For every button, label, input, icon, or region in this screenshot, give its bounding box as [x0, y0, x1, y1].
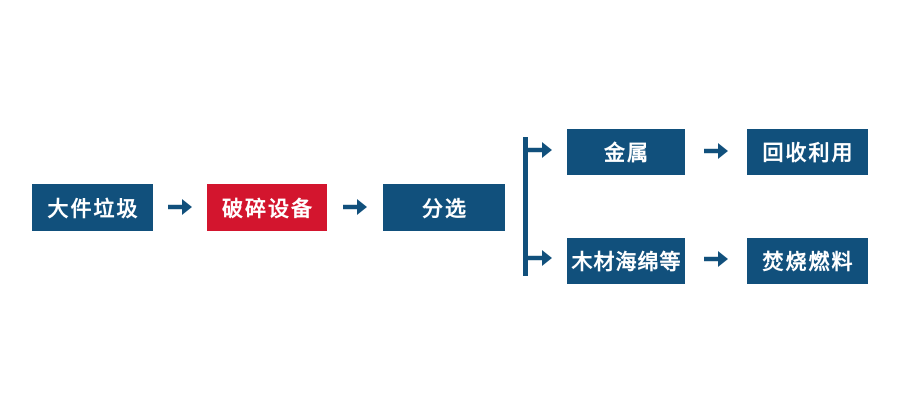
node-metal: 金属	[567, 129, 685, 175]
node-crusher: 破碎设备	[207, 184, 327, 231]
arrow-right-icon	[343, 199, 367, 215]
branch-arrow-top-icon	[528, 142, 552, 158]
node-bulky-waste: 大件垃圾	[32, 184, 153, 231]
node-recycling: 回收利用	[747, 129, 868, 175]
arrow-right-icon	[704, 143, 728, 159]
arrow-right-icon	[168, 199, 192, 215]
arrow-right-icon	[704, 251, 728, 267]
node-incineration-fuel: 焚烧燃料	[747, 238, 868, 284]
node-sorting: 分选	[383, 184, 505, 231]
branch-arrow-bottom-icon	[528, 250, 552, 266]
node-wood-sponge: 木材海绵等	[567, 238, 685, 284]
branch-connector-line	[523, 137, 528, 276]
